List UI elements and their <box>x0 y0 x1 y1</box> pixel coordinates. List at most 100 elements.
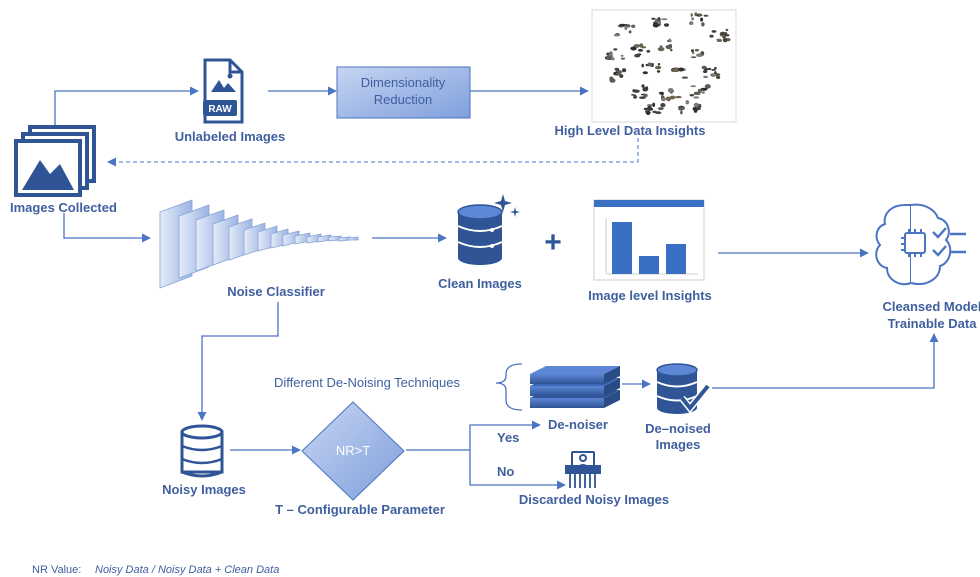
cluster-point <box>658 91 664 95</box>
cluster-point <box>620 54 624 57</box>
cluster-point <box>652 22 660 28</box>
decision-label: NR>T <box>336 443 370 458</box>
cluster-plot-image <box>604 12 731 116</box>
cluster-point <box>667 88 674 93</box>
cluster-point <box>655 18 659 22</box>
cluster-point <box>645 110 651 116</box>
cluster-point <box>656 70 661 73</box>
denoised-database-icon <box>656 363 711 414</box>
cluster-point <box>690 85 697 88</box>
raw-tag: RAW <box>208 104 232 115</box>
configurable-parameter-label: T – Configurable Parameter <box>275 502 445 517</box>
cluster-point <box>647 62 653 67</box>
denoiser-label: De-noiser <box>548 417 608 432</box>
image-level-insights-label: Image level Insights <box>588 288 712 303</box>
raw-file-icon: RAW <box>203 58 244 124</box>
cluster-point <box>619 74 624 78</box>
cluster-point <box>694 48 700 52</box>
high-level-insights-label: High Level Data Insights <box>555 123 706 138</box>
image-insights-chart-thumbnail <box>593 199 705 281</box>
cluster-point <box>624 26 628 30</box>
cluster-point <box>675 95 682 99</box>
cluster-point <box>681 76 689 79</box>
cluster-point <box>702 70 708 73</box>
cluster-point <box>690 13 693 17</box>
cluster-point <box>661 97 666 102</box>
cluster-point <box>691 51 695 55</box>
cluster-point <box>632 89 636 93</box>
cluster-point <box>678 107 684 111</box>
cluster-point <box>659 45 663 48</box>
arrow-collected-to-classifier <box>63 213 151 243</box>
cluster-point <box>716 75 721 79</box>
arrow-no-to-discarded <box>469 450 566 490</box>
no-label: No <box>497 464 514 479</box>
cluster-point <box>711 68 716 71</box>
cluster-point <box>722 37 728 43</box>
cluster-point <box>693 102 699 108</box>
denoised-images-line2: Images <box>656 437 701 452</box>
cluster-point <box>689 21 694 25</box>
cluster-point <box>695 108 702 110</box>
cluster-point <box>634 53 641 58</box>
cluster-point <box>655 65 662 70</box>
dimensionality-reduction-box <box>336 66 471 119</box>
noisy-images-label: Noisy Images <box>162 482 246 497</box>
denoising-techniques-label: Different De-Noising Techniques <box>274 375 460 390</box>
cluster-point <box>697 13 702 16</box>
cluster-point <box>719 31 726 36</box>
cluster-point <box>611 57 615 61</box>
cluster-point <box>652 110 657 114</box>
dim-reduction-line2: Reduction <box>374 92 433 107</box>
cluster-point <box>633 95 638 99</box>
cluster-point <box>663 23 670 27</box>
cluster-point <box>669 95 676 100</box>
cluster-point <box>631 24 636 28</box>
cluster-point <box>645 86 649 91</box>
discarded-noisy-images-label: Discarded Noisy Images <box>519 492 669 507</box>
cluster-point <box>709 34 714 38</box>
cleansed-model-line2: Trainable Data <box>888 316 978 331</box>
arrow-denoised-to-cleansed <box>712 333 939 389</box>
cluster-point <box>716 39 723 43</box>
cluster-point <box>614 67 620 71</box>
cluster-point <box>613 48 618 51</box>
brain-icon <box>875 203 966 286</box>
shredder-icon <box>565 451 601 488</box>
cluster-point <box>652 102 656 108</box>
cluster-point <box>639 43 644 48</box>
noisy-database-icon <box>180 424 224 478</box>
cluster-point <box>710 73 717 77</box>
cluster-point <box>621 68 627 73</box>
images-collected-icon <box>14 125 96 197</box>
cluster-point <box>668 38 671 42</box>
cluster-point <box>714 67 717 70</box>
yes-label: Yes <box>497 430 519 445</box>
cluster-point <box>641 63 644 68</box>
cluster-point <box>657 107 664 111</box>
cluster-point <box>635 46 639 48</box>
cluster-point <box>685 100 690 105</box>
cluster-point <box>647 107 654 111</box>
denoised-images-line1: De–noised <box>645 421 711 436</box>
decision-diamond <box>301 401 405 501</box>
arrow-insights-back-dashed <box>107 138 639 167</box>
cluster-point <box>690 56 697 59</box>
cluster-point <box>701 91 705 94</box>
arrow-yes-to-denoiser <box>406 420 541 451</box>
arrow-collected-to-unlabeled <box>54 86 199 132</box>
clean-database-icon <box>457 204 503 265</box>
cluster-point <box>665 44 673 50</box>
nr-value-label: NR Value: <box>32 564 81 576</box>
cluster-point <box>701 22 705 27</box>
cluster-point <box>638 48 643 52</box>
cluster-point <box>694 12 698 17</box>
cluster-point <box>642 71 648 75</box>
noise-classifier-label: Noise Classifier <box>227 284 325 299</box>
cluster-point <box>630 46 637 51</box>
cluster-point <box>657 62 661 66</box>
cluster-point <box>651 17 656 20</box>
cluster-point <box>646 104 654 107</box>
cluster-point <box>613 34 621 37</box>
cluster-point <box>628 30 632 34</box>
